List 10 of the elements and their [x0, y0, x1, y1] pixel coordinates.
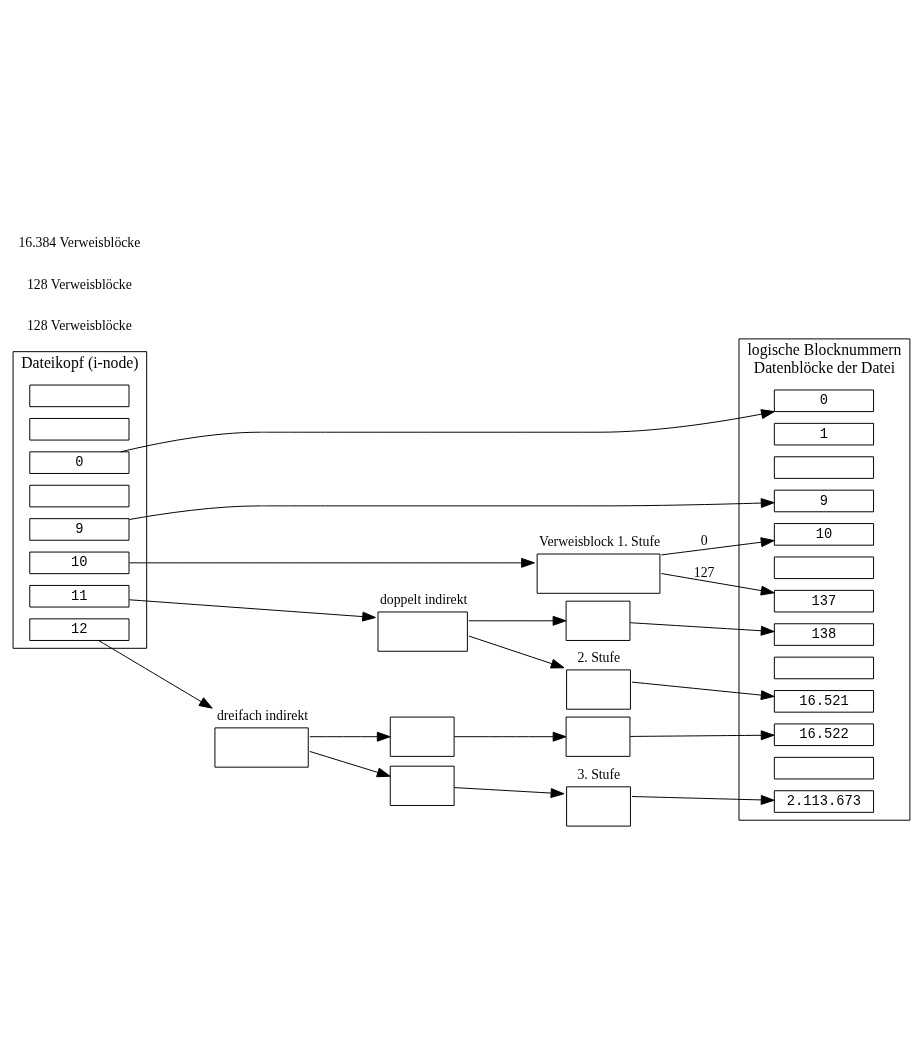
- node-label: dreifach indirekt: [216, 707, 309, 723]
- label: 16.384 Verweisblöcke: [18, 234, 141, 250]
- node-label: 2. Stufe: [577, 649, 621, 665]
- edge-label: 127: [693, 564, 715, 580]
- label: 128 Verweisblöcke: [27, 317, 132, 333]
- node-label: Verweisblock 1. Stufe: [539, 533, 661, 549]
- node-label: doppelt indirekt: [379, 591, 468, 607]
- node-label: 3. Stufe: [577, 766, 621, 782]
- edge-label: 0: [700, 532, 708, 548]
- label: 128 Verweisblöcke: [27, 276, 132, 291]
